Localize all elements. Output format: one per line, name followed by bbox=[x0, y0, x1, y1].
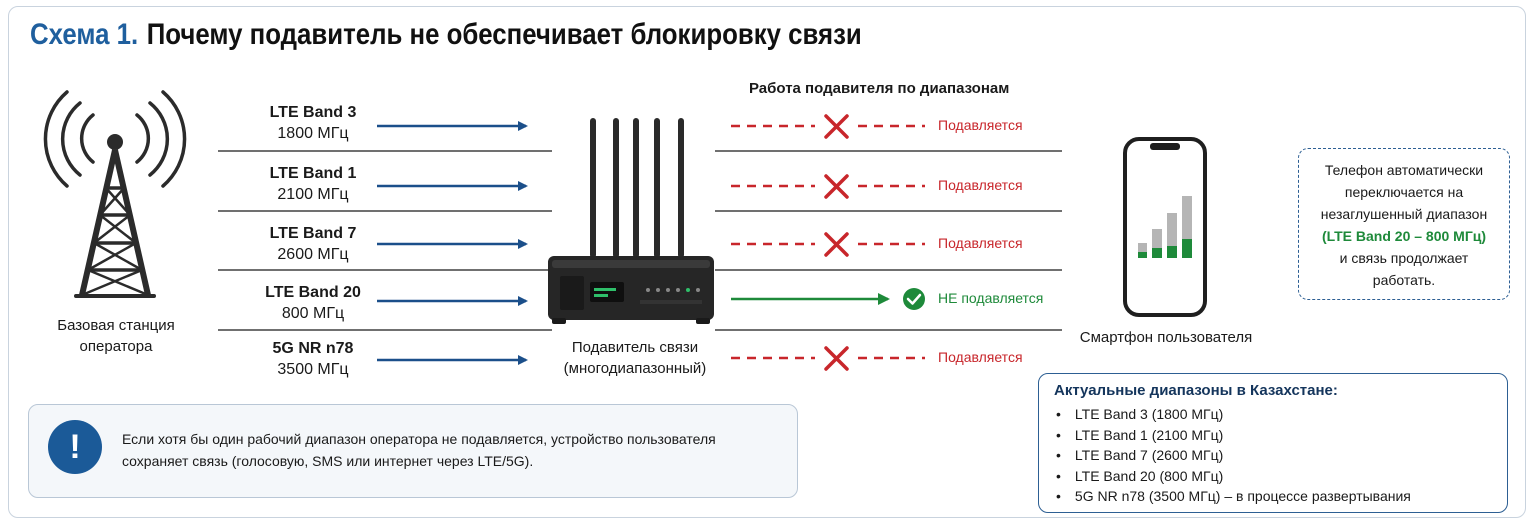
status-suppressed: Подавляется bbox=[938, 177, 1023, 193]
active-band-arrow bbox=[731, 288, 925, 310]
status-suppressed: Подавляется bbox=[938, 349, 1023, 365]
jammer-device-icon bbox=[548, 118, 714, 324]
smartphone-icon bbox=[1123, 137, 1207, 317]
exclamation-icon: ! bbox=[48, 420, 102, 474]
list-item: LTE Band 7 (2600 МГц) bbox=[1056, 445, 1411, 466]
page-title: Схема 1.Почему подавитель не обеспечивае… bbox=[30, 18, 862, 52]
operation-header: Работа подавителя по диапазонам bbox=[749, 80, 1010, 97]
cross-icon bbox=[824, 114, 849, 139]
info-box bbox=[28, 404, 798, 498]
band-label: LTE Band 7 2600 МГц bbox=[269, 225, 357, 263]
kz-bands-title: Актуальные диапазоны в Казахстане: bbox=[1054, 382, 1338, 399]
left-separators bbox=[218, 150, 552, 331]
title-prefix: Схема 1. bbox=[30, 18, 139, 51]
status-suppressed: Подавляется bbox=[938, 117, 1023, 133]
kz-bands-list: LTE Band 3 (1800 МГц) LTE Band 1 (2100 М… bbox=[1056, 404, 1411, 507]
cross-icon bbox=[824, 346, 849, 371]
list-item: LTE Band 20 (800 МГц) bbox=[1056, 466, 1411, 487]
diagram-frame bbox=[8, 6, 1526, 518]
status-suppressed: Подавляется bbox=[938, 235, 1023, 251]
list-item: 5G NR n78 (3500 МГц) – в процессе развер… bbox=[1056, 486, 1411, 507]
list-item: LTE Band 1 (2100 МГц) bbox=[1056, 425, 1411, 446]
auto-switch-note: Телефон автоматически переключается на н… bbox=[1298, 148, 1510, 300]
list-item: LTE Band 3 (1800 МГц) bbox=[1056, 404, 1411, 425]
phone-label: Смартфон пользователя bbox=[1079, 329, 1253, 346]
cross-icon bbox=[824, 174, 849, 199]
cross-icon bbox=[824, 232, 849, 257]
band-label: LTE Band 20 800 МГц bbox=[265, 284, 361, 322]
suppressed-lines bbox=[731, 114, 925, 371]
check-icon bbox=[903, 288, 925, 310]
incoming-arrows bbox=[377, 121, 528, 365]
cell-tower-icon bbox=[43, 90, 187, 298]
right-separators bbox=[715, 150, 1062, 331]
info-text: Если хотя бы один рабочий диапазон опера… bbox=[122, 431, 716, 469]
band-label: LTE Band 1 2100 МГц bbox=[269, 165, 357, 203]
band-label: LTE Band 3 1800 МГц bbox=[269, 104, 357, 142]
jammer-label: Подавитель связи (многодиапазонный) bbox=[563, 339, 707, 377]
title-text: Почему подавитель не обеспечивает блокир… bbox=[146, 18, 862, 51]
band-label: 5G NR n78 3500 МГц bbox=[272, 340, 354, 378]
status-not-suppressed: НЕ подавляется bbox=[938, 290, 1044, 306]
station-label: Базовая станция оператора bbox=[57, 317, 175, 355]
kz-bands-box bbox=[1038, 373, 1508, 513]
signal-bars-icon bbox=[1138, 196, 1192, 258]
